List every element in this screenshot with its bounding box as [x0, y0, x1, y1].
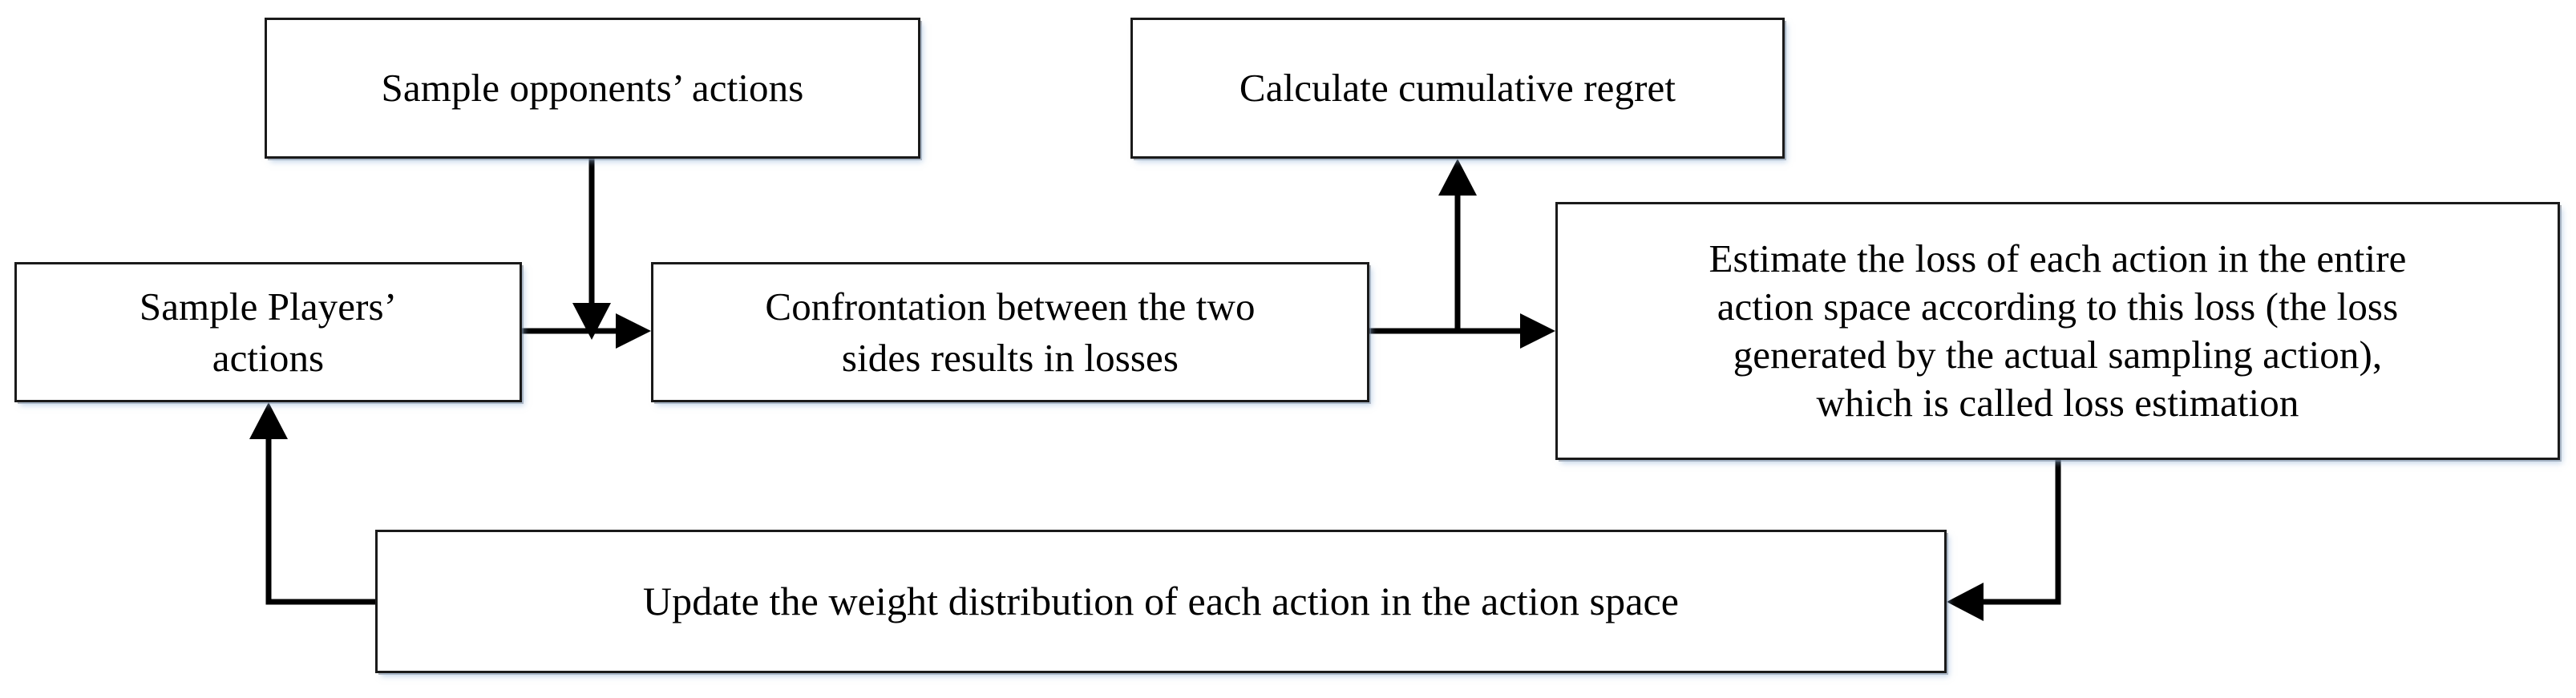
edge-estimate-to-update: [1947, 460, 2061, 621]
node-update-weights-label: Update the weight distribution of each a…: [642, 579, 1680, 623]
node-confrontation-label: Confrontation between the two sides resu…: [765, 284, 1256, 380]
edge-confrontation-to-regret: [1438, 159, 1477, 331]
node-sample-players-label: Sample Players’ actions: [139, 284, 398, 380]
node-sample-opponents-label: Sample opponents’ actions: [381, 66, 804, 111]
node-estimate-loss[interactable]: Estimate the loss of each action in the …: [1555, 202, 2560, 460]
node-calculate-regret-label: Calculate cumulative regret: [1239, 66, 1676, 111]
node-calculate-cumulative-regret[interactable]: Calculate cumulative regret: [1130, 18, 1785, 159]
edge-update-to-players: [249, 402, 375, 605]
node-update-weight-distribution[interactable]: Update the weight distribution of each a…: [375, 530, 1947, 673]
edge-opponents-to-confrontation: [572, 159, 611, 340]
node-sample-opponents-actions[interactable]: Sample opponents’ actions: [265, 18, 920, 159]
node-confrontation-losses[interactable]: Confrontation between the two sides resu…: [651, 262, 1369, 402]
node-sample-players-actions[interactable]: Sample Players’ actions: [14, 262, 522, 402]
edge-confrontation-to-estimate: [1369, 313, 1555, 349]
edge-players-to-confrontation: [522, 313, 651, 349]
node-estimate-loss-label: Estimate the loss of each action in the …: [1709, 236, 2407, 425]
